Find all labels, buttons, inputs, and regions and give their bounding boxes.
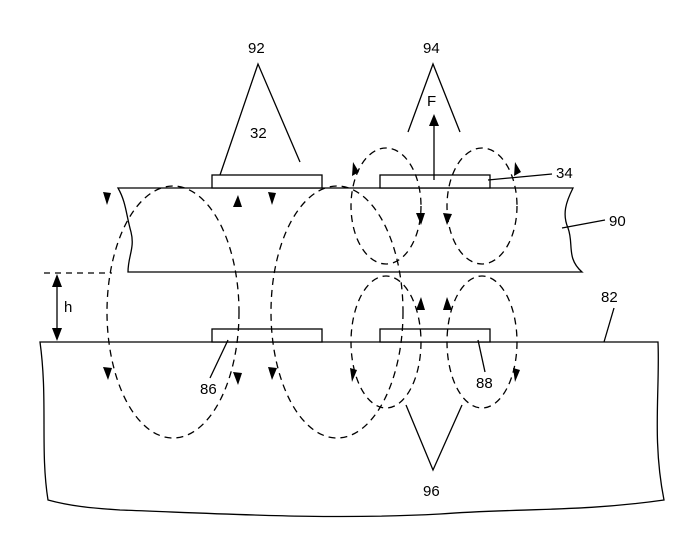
- loop-arrowhead: [103, 367, 112, 380]
- electrode-34: [379, 174, 491, 189]
- electrode-88: [379, 328, 491, 343]
- label-96: 96: [423, 483, 440, 500]
- electrode-32: [211, 174, 323, 189]
- field-loop-lower-b: [446, 275, 518, 409]
- field-loop-upper-a: [350, 147, 422, 265]
- label-34: 34: [556, 165, 573, 182]
- electrode-86: [211, 328, 323, 343]
- loop-arrowhead: [233, 195, 242, 207]
- leader-90: [561, 219, 606, 229]
- dimension-arrow-up: [52, 274, 62, 287]
- dimension-arrow-down: [52, 328, 62, 341]
- label-force: F: [427, 93, 436, 110]
- field-loop-left-2: [270, 185, 404, 439]
- label-86: 86: [200, 381, 217, 398]
- loop-arrowhead: [352, 162, 359, 176]
- loop-arrowhead: [513, 368, 520, 382]
- label-h: h: [64, 299, 72, 316]
- leader-82: [603, 307, 615, 343]
- bracket-94: [407, 62, 461, 133]
- label-88: 88: [476, 375, 493, 392]
- leader-86: [209, 339, 229, 379]
- upper-substrate: [116, 187, 584, 273]
- lower-base: [39, 341, 665, 518]
- field-loop-lower-a: [350, 275, 422, 409]
- leader-34: [487, 173, 553, 181]
- loop-arrowhead: [416, 213, 425, 225]
- loop-arrowhead: [350, 368, 357, 382]
- label-92: 92: [248, 40, 265, 57]
- label-82: 82: [601, 289, 618, 306]
- loop-arrowhead: [443, 213, 452, 225]
- loop-arrowhead: [514, 162, 521, 176]
- bracket-96: [405, 404, 463, 472]
- bracket-92: [219, 62, 301, 176]
- label-32: 32: [250, 125, 267, 142]
- loop-arrowhead: [268, 367, 277, 380]
- loop-arrowhead: [443, 297, 452, 310]
- loop-arrowhead: [416, 297, 425, 310]
- force-arrow-head: [429, 114, 439, 126]
- loop-arrowhead: [103, 192, 111, 205]
- label-94: 94: [423, 40, 440, 57]
- field-loop-upper-b: [446, 147, 518, 265]
- loop-arrowhead: [268, 192, 276, 205]
- field-loop-left-1: [106, 185, 240, 439]
- leader-88: [477, 339, 486, 373]
- loop-arrowhead: [233, 372, 242, 385]
- label-90: 90: [609, 213, 626, 230]
